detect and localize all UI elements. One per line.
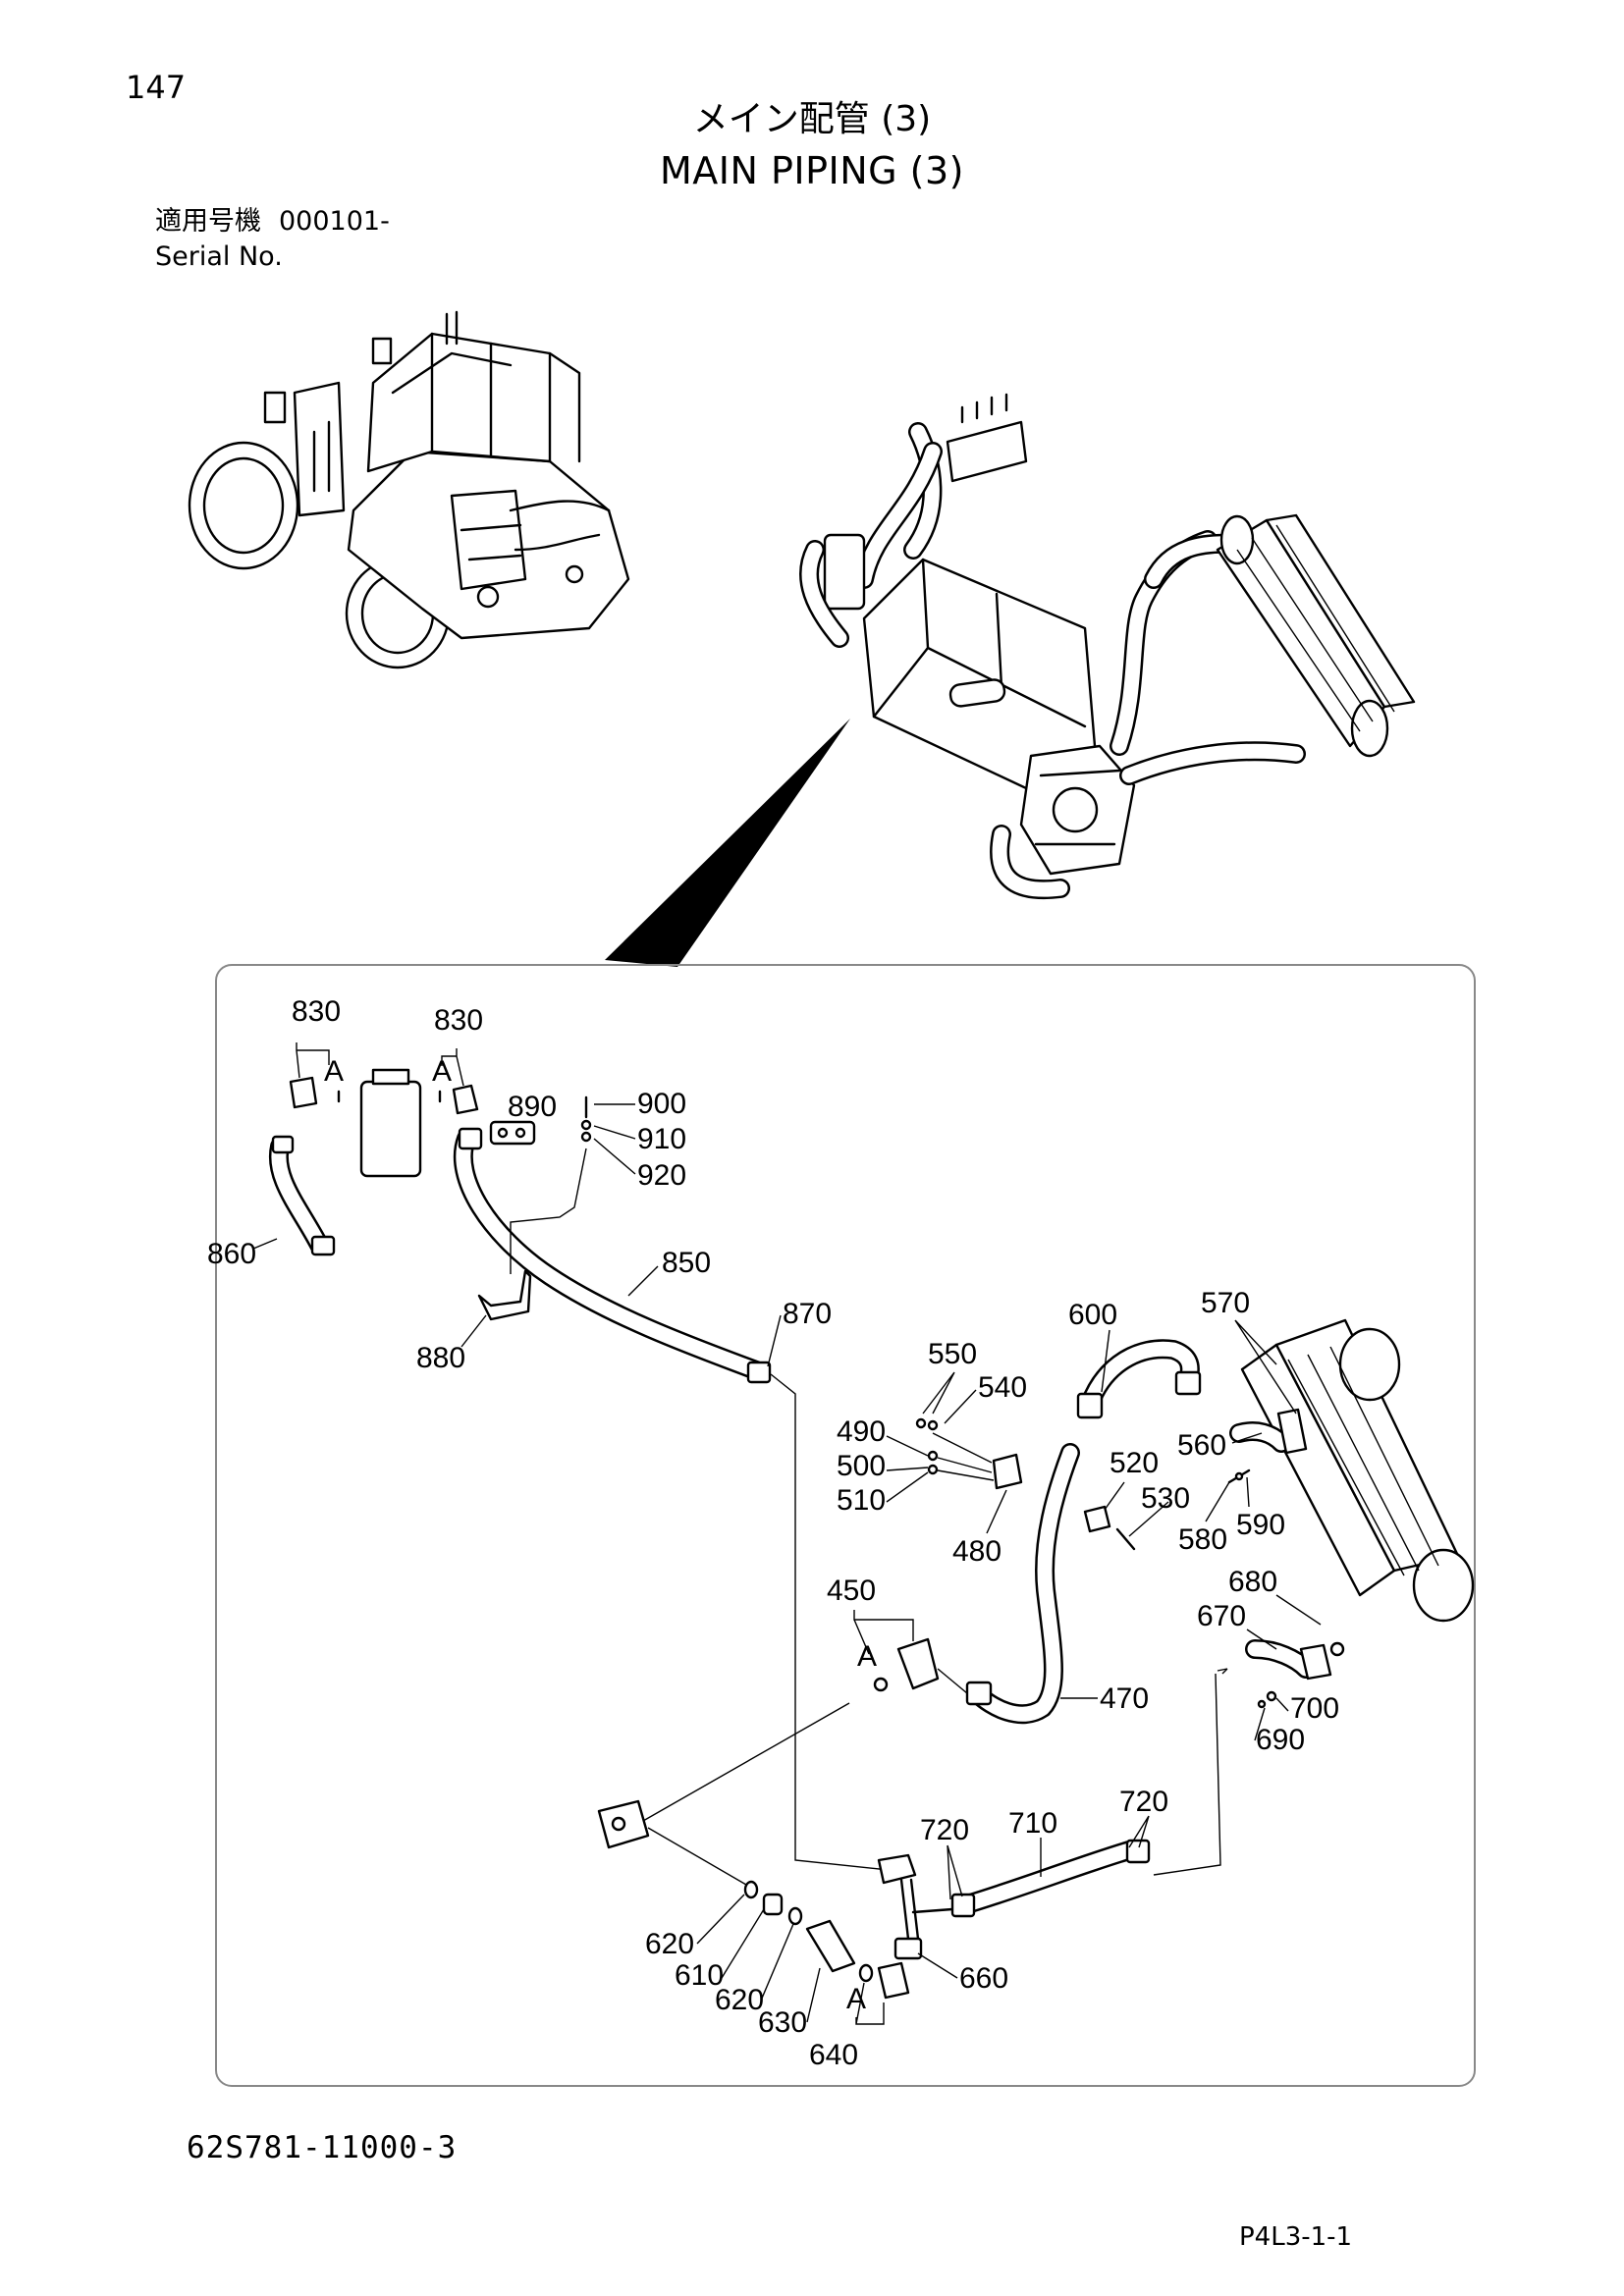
callout-520: 520 (1110, 1447, 1159, 1479)
callout-620-top: 620 (645, 1928, 694, 1960)
callout-490: 490 (837, 1415, 886, 1448)
elbow-450 (896, 1637, 940, 1690)
callout-a-right: A (432, 1055, 452, 1088)
callout-870: 870 (783, 1298, 832, 1330)
piping-assembly-illustration (799, 393, 1416, 900)
callout-a-center: A (857, 1640, 877, 1673)
detail-frame (215, 964, 1476, 2087)
serial-block: 適用号機 000101- Serial No. (155, 204, 390, 275)
tube-630 (805, 1919, 856, 1973)
callout-580: 580 (1178, 1523, 1227, 1556)
callout-500: 500 (837, 1450, 886, 1482)
callout-680: 680 (1228, 1566, 1277, 1598)
serial-value: 000101- (279, 206, 390, 237)
callout-530: 530 (1141, 1482, 1190, 1515)
callout-830-left: 830 (292, 995, 341, 1028)
adapter-610 (762, 1893, 784, 1916)
callout-600: 600 (1068, 1299, 1117, 1331)
callout-540: 540 (978, 1371, 1027, 1404)
elbow-830-right (452, 1084, 479, 1115)
callout-640: 640 (809, 2039, 858, 2071)
callout-610: 610 (675, 1959, 724, 1992)
callout-550: 550 (928, 1338, 977, 1370)
callout-910: 910 (637, 1123, 686, 1155)
callout-630: 630 (758, 2006, 807, 2039)
callout-a-bottom: A (846, 1983, 866, 2015)
title-english: MAIN PIPING (3) (659, 149, 964, 192)
callout-900: 900 (637, 1088, 686, 1120)
callout-470: 470 (1100, 1682, 1149, 1715)
page-number: 147 (126, 69, 187, 106)
clamp-890 (489, 1120, 536, 1146)
bracket-480 (992, 1453, 1023, 1490)
callout-880: 880 (416, 1342, 465, 1374)
callout-590: 590 (1236, 1509, 1285, 1541)
callout-920: 920 (637, 1159, 686, 1192)
callout-labels: 830 830 A A 890 900 910 920 860 850 870 … (207, 995, 1339, 2071)
fitting-870 (746, 1361, 772, 1384)
filter-cartridge (359, 1080, 422, 1178)
callout-710: 710 (1008, 1807, 1057, 1840)
callout-480: 480 (952, 1535, 1001, 1568)
callout-a-left: A (324, 1055, 344, 1088)
callout-570: 570 (1201, 1287, 1250, 1319)
callout-510: 510 (837, 1484, 886, 1517)
callout-830-right: 830 (434, 1004, 483, 1037)
machine-overview-illustration (188, 310, 630, 669)
serial-label-jp: 適用号機 (155, 206, 261, 237)
callout-690: 690 (1256, 1724, 1305, 1756)
document-number: 62S781-11000-3 (187, 2130, 458, 2165)
bracket-880 (477, 1269, 532, 1321)
callout-670: 670 (1197, 1600, 1246, 1632)
hose-850 (453, 1129, 766, 1380)
detail-parts (268, 1068, 1475, 2000)
callout-720-right: 720 (1119, 1786, 1168, 1818)
callout-660: 660 (959, 1962, 1008, 1995)
elbow-640 (877, 1961, 910, 2000)
page-reference: P4L3-1-1 (1239, 2222, 1353, 2252)
callout-620-bottom: 620 (715, 1984, 764, 2016)
callout-720-left: 720 (920, 1814, 969, 1846)
callout-450: 450 (827, 1575, 876, 1607)
callout-leaders (252, 1042, 1322, 2025)
title-japanese: メイン配管 (3) (692, 99, 932, 139)
callout-850: 850 (662, 1247, 711, 1279)
callout-700: 700 (1290, 1692, 1339, 1725)
tee-660 (877, 1853, 917, 1885)
serial-label-en: Serial No. (155, 241, 283, 272)
callout-890: 890 (508, 1091, 557, 1123)
callout-860: 860 (207, 1238, 256, 1270)
detail-pointer (605, 719, 850, 967)
elbow-830-left (289, 1076, 318, 1109)
callout-560: 560 (1177, 1429, 1226, 1462)
